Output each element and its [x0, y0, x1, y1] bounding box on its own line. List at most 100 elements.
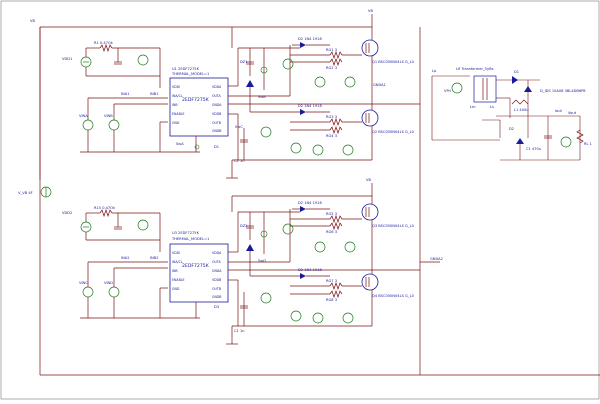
supply-wiring	[39, 14, 600, 376]
vb-top-label: VB	[368, 9, 373, 13]
q3-diode-icon	[300, 206, 306, 212]
ina1-label: INA1	[121, 92, 130, 96]
vg8-probe-icon	[282, 223, 294, 235]
rg4-resistor-icon	[329, 125, 343, 135]
output-diode-2-icon	[516, 138, 524, 144]
vinb-label: VINB	[104, 114, 113, 118]
vg2-probe-icon	[314, 76, 326, 88]
output-inductor-icon	[511, 99, 529, 105]
q2-label: Q2 BSC050N04LS G_L0	[372, 130, 415, 134]
c1-label: C1 1n	[234, 329, 245, 333]
output-diode-1-icon	[512, 76, 518, 84]
vina-label: VINA	[79, 114, 88, 118]
rg6-label: RG6 3	[326, 230, 337, 234]
vg6-probe-icon	[312, 144, 324, 156]
r2-resistor-icon	[99, 208, 113, 218]
vg12-probe-icon	[290, 310, 302, 322]
rg3-label: RG3 3	[326, 115, 337, 119]
rg3-resistor-icon	[329, 117, 343, 127]
vdd1-label: VDD1	[62, 57, 72, 61]
vina-source-icon	[82, 119, 94, 131]
u1-pin-gnd: GND	[172, 121, 180, 125]
rg2-label: RG2 3	[326, 66, 337, 70]
top-stage: VDD1 R1 0.47Ok VINA VINB INA1 INB1 2EDF7…	[62, 27, 421, 375]
c2-label: C2 1n	[234, 159, 245, 163]
rg8-label: RG8 3	[326, 298, 337, 302]
r1-label: R1 0.47Ok	[94, 41, 114, 45]
lm-label: Lm	[470, 105, 476, 109]
rg4-label: RG4 3	[326, 134, 337, 138]
vind-source-icon	[108, 286, 120, 298]
vout-probe-icon	[560, 136, 572, 148]
transformer-icon	[473, 75, 497, 103]
vprim-label: VPri	[444, 89, 451, 93]
u3-pin-gnd: GND	[172, 287, 180, 291]
u1-pin-gnda: GNDA	[212, 103, 222, 107]
swb-label: SwB	[258, 95, 266, 99]
ina2-label: INA2	[121, 256, 130, 260]
c1b-probe-icon	[260, 230, 268, 238]
gnda2-label: GNDA2	[430, 257, 443, 261]
lout-label: L1 400u	[514, 108, 529, 112]
rg5-resistor-icon	[329, 214, 343, 224]
u1-pin-vddb: VDDB	[212, 112, 221, 116]
dz2-label: DZ2	[240, 224, 248, 228]
dout-model-label: D_IDS 10A08 3BL4DB6P8	[540, 89, 586, 93]
rg6-resistor-icon	[329, 221, 343, 231]
u3-chip-label: 2EDF7275K	[182, 263, 210, 269]
q1-diode-label: D2 1N4 1918	[298, 37, 322, 41]
bootstrap-diode-bottom-icon	[246, 244, 254, 251]
u3-pin-vddb: VDDB	[212, 278, 221, 282]
rg7-label: RG7 3	[326, 279, 337, 283]
swa-probe-icon	[194, 144, 200, 150]
rload-label: RL 1	[584, 142, 592, 146]
vout-label: Vout	[568, 111, 577, 115]
u1-title-label: U1 2EDF7275K	[172, 67, 200, 71]
d-out2-label: D2	[509, 127, 514, 131]
rg7-resistor-icon	[329, 281, 343, 291]
gnda1-label: GNDA1	[373, 83, 386, 87]
u3-pin-inacl: INA/CL	[172, 260, 183, 264]
cout-label: C1 470u	[526, 147, 541, 151]
vb-top-left-label: VB	[30, 19, 35, 23]
u1-pin-outa: OUTA	[212, 94, 222, 98]
swa-label: SwA	[176, 142, 184, 146]
inb1-label: INB1	[150, 92, 159, 96]
vb-mid-label: VB	[366, 178, 371, 182]
u1-pin-gndb: GNDB	[212, 129, 222, 133]
dz1-label: DZ1	[240, 60, 248, 64]
vprim-probe-icon	[451, 82, 463, 94]
q2-diode-label: D2 1N4 1918	[298, 104, 322, 108]
vdd2-label: VDD2	[62, 211, 72, 215]
vg13-probe-icon	[312, 312, 324, 324]
vg3-probe-icon	[344, 76, 356, 88]
rg1-resistor-icon	[329, 50, 343, 60]
d1-label: D1	[214, 145, 219, 149]
u1-driver-ic	[169, 77, 229, 137]
u1-pin-vddi: VDDI	[172, 85, 180, 89]
q2-mosfet-icon	[361, 109, 379, 127]
q4-diode-label: D2 1N4 1918	[298, 268, 322, 272]
inb2-label: INB2	[150, 256, 159, 260]
q1-label: Q1 BSC050N04LS G_L0	[372, 60, 415, 64]
vinb-source-icon	[108, 119, 120, 131]
d-out1-label: D1	[514, 70, 519, 74]
u3-pin-enable: ENABLE	[172, 278, 185, 282]
u1-pin-inacl: INA/CL	[172, 94, 183, 98]
u1-pin-vdda: VDDA	[212, 85, 222, 89]
vinc-label: VINC	[79, 281, 88, 285]
vg11-probe-icon	[260, 292, 272, 304]
vg7-probe-icon	[342, 144, 354, 156]
transformer-label: Lfl Transformer_5yBs	[456, 67, 494, 71]
u3-pin-vdda: VDDA	[212, 251, 222, 255]
q1-mosfet-icon	[361, 39, 379, 57]
vdd2-probe-icon	[137, 219, 149, 231]
vg10-probe-icon	[344, 241, 356, 253]
u1-model-label: THERMAL_MODEL=1	[171, 72, 209, 76]
c1-probe-icon	[260, 66, 268, 74]
ls-label: Ls	[490, 105, 494, 109]
q4-diode-icon	[300, 273, 306, 279]
